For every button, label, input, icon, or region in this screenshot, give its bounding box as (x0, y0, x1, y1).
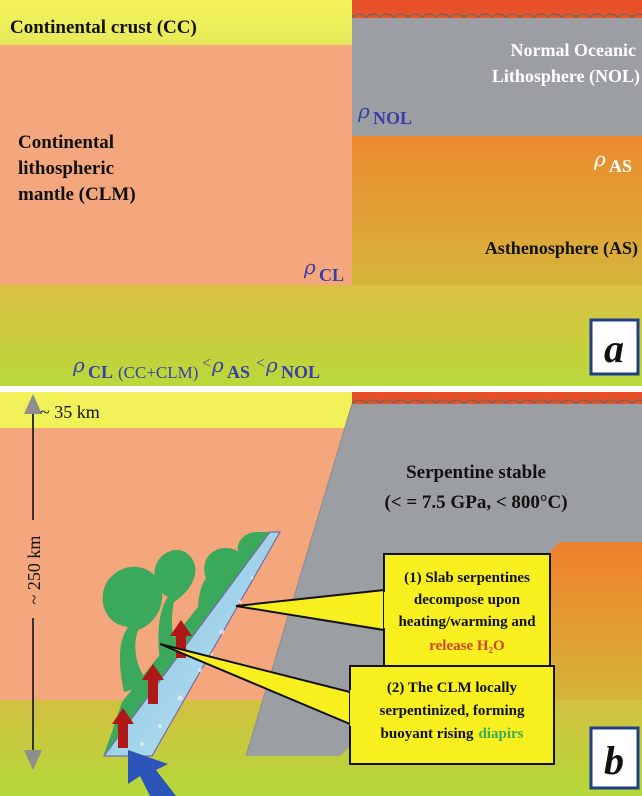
eq-cc-clm: (CC+CLM) (118, 363, 198, 382)
clm-label-line2: lithospheric (18, 158, 114, 179)
rho-as-glyph: ρ (593, 147, 606, 171)
nol-label-line2: Lithosphere (NOL) (492, 66, 640, 87)
depth-arrow-top-icon (24, 394, 42, 414)
ocean-wave-line (351, 13, 642, 18)
rho-cl-glyph: ρ (303, 255, 316, 279)
blue-arrow (128, 750, 176, 796)
panel-b-letter-box: b (589, 726, 640, 790)
cc-region-b (0, 392, 352, 428)
depth-250km-label: ~ 250 km (24, 536, 44, 605)
red-arrow-1 (112, 708, 134, 748)
panel-b: ~ 35 km ~ 250 km Serpentine stable (< = … (0, 392, 642, 796)
serpentine-stable-label: Serpentine stable (406, 462, 546, 483)
depth-label-bg (20, 520, 46, 618)
eq-lt-1: < (202, 355, 211, 372)
eq-sub-nol: NOL (281, 362, 320, 382)
red-arrows (112, 620, 192, 748)
slab-edge (245, 403, 353, 757)
panel-a-letter-box: a (589, 318, 640, 376)
depth-arrow-bottom-icon (24, 750, 42, 770)
rho-cl-subscript: CL (319, 265, 344, 285)
rho-nol-subscript: NOL (373, 108, 412, 128)
callout1-line1: (1) Slab serpentines (404, 570, 530, 586)
panel-a-diagram: Continental crust (CC) Normal Oceanic Li… (0, 0, 642, 386)
rho-as-subscript: AS (609, 156, 632, 176)
callout1-line3: heating/warming and (398, 614, 536, 630)
rho-cl-symbol: ρ CL (303, 255, 344, 285)
lower-band (0, 285, 642, 386)
callout2-line3-main: buoyant rising (381, 726, 474, 742)
diapir-large (102, 566, 163, 692)
eq-rho-nol: ρ (265, 353, 278, 377)
diapir-top-stem (237, 532, 262, 560)
eq-lt-2: < (256, 355, 265, 372)
callout2-line1: (2) The CLM locally (387, 680, 518, 696)
eq-rho-as: ρ (211, 353, 224, 377)
rho-nol-symbol: ρ NOL (357, 99, 412, 128)
rho-nol-glyph: ρ (357, 99, 370, 123)
callout2-line2: serpentinized, forming (380, 703, 525, 719)
callout-2: (2) The CLM locally serpentinized, formi… (159, 643, 555, 765)
panel-a-letter: a (604, 326, 624, 371)
diapirs (102, 532, 262, 692)
oceanic-lithosphere-region (352, 18, 642, 136)
clm-label-line1: Continental (18, 132, 114, 153)
clm-region (0, 45, 352, 285)
cc-region (0, 0, 352, 45)
clm-label-line3: mantle (CLM) (18, 184, 136, 205)
callout2-diapirs-word: diapirs (478, 726, 523, 742)
red-arrow-3 (170, 620, 192, 658)
red-arrow-2 (142, 664, 164, 704)
nol-label-line1: Normal Oceanic (511, 40, 636, 60)
rho-as-symbol: ρ AS (593, 147, 632, 176)
callout1-release: release H₂O (429, 638, 504, 654)
eq-sub-cl: CL (88, 362, 113, 382)
as-label: Asthenosphere (AS) (485, 238, 638, 259)
panel-b-letter: b (604, 738, 624, 783)
diapir-small (198, 548, 246, 628)
depth-35km-label: ~ 35 km (40, 402, 100, 422)
panel-b-diagram: ~ 35 km ~ 250 km Serpentine stable (< = … (0, 392, 642, 796)
eq-sub-as: AS (227, 362, 250, 382)
panel-a: Continental crust (CC) Normal Oceanic Li… (0, 0, 642, 386)
callout1-line2: decompose upon (414, 592, 521, 608)
eq-rho-cl: ρ (72, 353, 85, 377)
cc-label: Continental crust (CC) (10, 17, 197, 38)
density-relation: ρ CL (CC+CLM) < ρ AS < ρ NOL (72, 353, 320, 382)
diapir-middle (154, 550, 196, 660)
serpentine-stable-conditions: (< = 7.5 GPa, < 800°C) (384, 492, 567, 513)
slab-texture (140, 576, 254, 746)
ocean-wave-line-b (351, 399, 642, 404)
